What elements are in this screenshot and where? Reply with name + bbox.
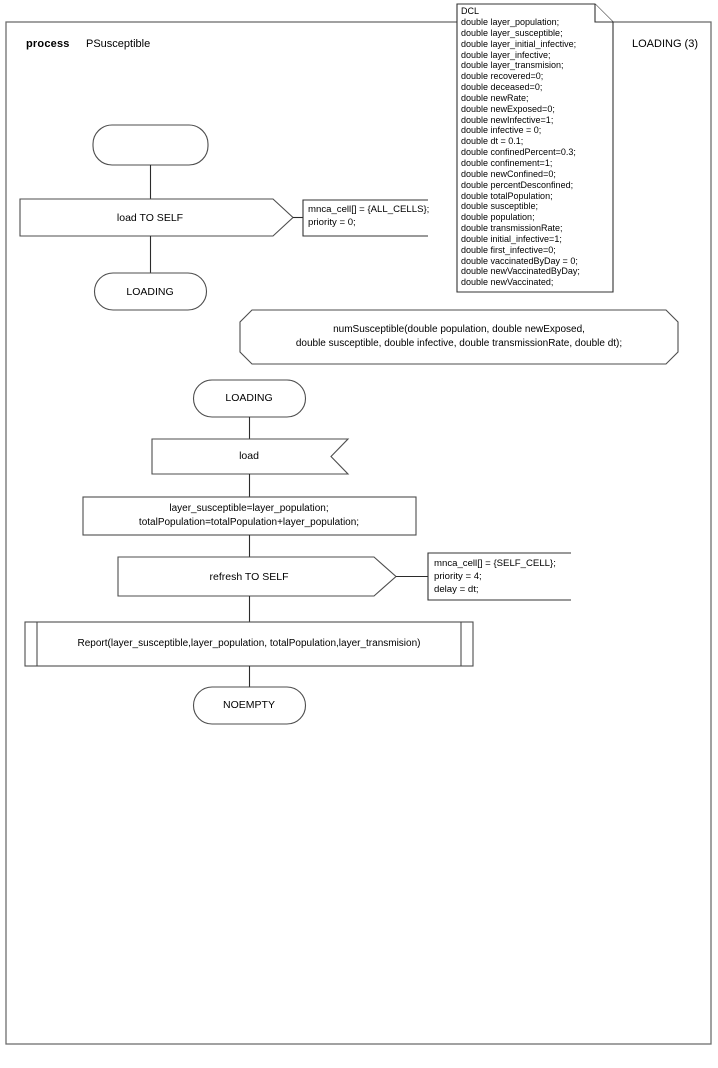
comment-box-refresh: [427, 552, 571, 601]
text-line: double initial_infective=1;: [461, 233, 562, 244]
text-line: double population;: [461, 212, 535, 223]
text-line: priority = 0;: [308, 217, 356, 229]
process-name: PSusceptible: [86, 38, 151, 50]
text-line: double newExposed=0;: [461, 103, 555, 114]
text-line: priority = 4;: [434, 571, 482, 583]
process-state-reference: LOADING (3): [631, 38, 699, 50]
text-line: mnca_cell[] = {SELF_CELL};: [434, 558, 556, 569]
procedure-signature-shape[interactable]: [239, 309, 679, 365]
output-load-to-self-label: load TO SELF: [116, 212, 184, 224]
start-symbol[interactable]: [92, 124, 209, 166]
text-line: double newConfined=0;: [461, 168, 556, 179]
text-line: double dt = 0.1;: [461, 136, 524, 147]
text-line: double confinement=1;: [461, 157, 553, 168]
process-keyword: process: [26, 38, 70, 50]
output-refresh-to-self-label: refresh TO SELF: [209, 571, 289, 583]
text-line: double layer_susceptible;: [461, 27, 563, 38]
input-load-label: load: [239, 450, 259, 462]
state-loading-2-label: LOADING: [225, 392, 273, 404]
comment-load-text: mnca_cell[] = {ALL_CELLS}; priority = 0;: [308, 203, 429, 229]
text-line: double infective = 0;: [461, 125, 542, 136]
state-noempty-shape[interactable]: [193, 686, 306, 725]
procedure-signature-line2: double susceptible, double infective, do…: [295, 338, 623, 349]
state-loading-1-label: LOADING: [126, 286, 174, 298]
call-report-label: Report(layer_susceptible,layer_populatio…: [77, 638, 421, 649]
task-line-1: layer_susceptible=layer_population;: [169, 503, 329, 514]
text-line: double layer_infective;: [461, 49, 551, 60]
input-load-shape[interactable]: [151, 438, 350, 475]
declaration-fold-corner: [594, 4, 613, 23]
text-line: double deceased=0;: [461, 82, 543, 93]
text-line: double recovered=0;: [461, 71, 544, 82]
text-line: double layer_initial_infective;: [461, 38, 577, 49]
state-loading-2-shape[interactable]: [193, 379, 306, 418]
declaration-title: DCL: [461, 6, 480, 16]
text-line: double newVaccinated;: [461, 277, 554, 288]
output-load-to-self-shape[interactable]: [19, 198, 294, 237]
text-line: double layer_population;: [461, 17, 560, 27]
comment-refresh-text: mnca_cell[] = {SELF_CELL}; priority = 4;d…: [434, 557, 556, 597]
text-line: double layer_transmision;: [461, 60, 564, 71]
declaration-block-shape[interactable]: [456, 3, 614, 293]
task-line-2: totalPopulation=totalPopulation+layer_po…: [138, 517, 360, 528]
text-line: mnca_cell[] = {ALL_CELLS};: [308, 204, 430, 215]
text-line: double totalPopulation;: [461, 190, 553, 201]
text-line: double newRate;: [461, 92, 529, 103]
state-loading-1-shape[interactable]: [94, 272, 207, 311]
text-line: double percentDesconfined;: [461, 179, 574, 190]
text-line: double transmissionRate;: [461, 223, 563, 234]
text-line: delay = dt;: [434, 584, 479, 596]
output-refresh-to-self-shape[interactable]: [117, 556, 397, 597]
task-assignments-shape[interactable]: [82, 496, 417, 536]
declaration-lines: double layer_population;double layer_sus…: [461, 17, 580, 288]
text-line: double newInfective=1;: [461, 114, 554, 125]
state-noempty-label: NOEMPTY: [223, 699, 275, 711]
text-line: double first_infective=0;: [461, 244, 556, 255]
process-frame: [5, 21, 712, 1045]
text-line: double vaccinatedByDay = 0;: [461, 255, 578, 266]
text-line: double newVaccinatedByDay;: [461, 266, 580, 277]
text-line: double confinedPercent=0.3;: [461, 147, 576, 158]
procedure-signature-line1: numSusceptible(double population, double…: [333, 324, 585, 335]
comment-box-load: [302, 199, 428, 237]
text-line: double susceptible;: [461, 201, 539, 212]
